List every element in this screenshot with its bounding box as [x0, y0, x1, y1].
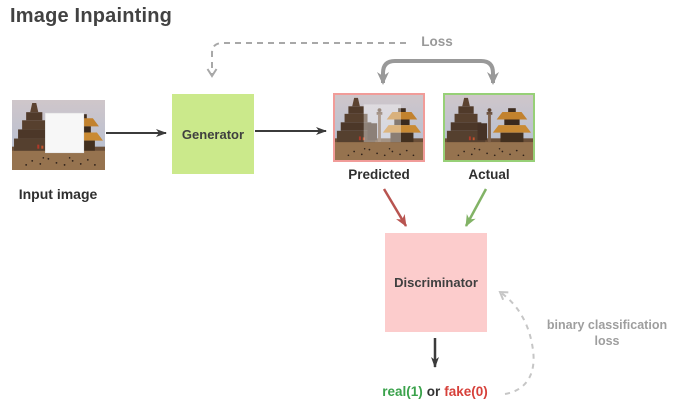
arrow-actual-to-discriminator [464, 188, 488, 227]
discriminator-node: Discriminator [385, 233, 487, 332]
arrow-loss-bracket [377, 59, 499, 85]
inpainting-mask-region [45, 112, 85, 154]
output-real: real(1) [382, 384, 423, 399]
actual-label: Actual [468, 167, 510, 182]
temple-photo-illustration [335, 95, 423, 160]
binary-loss-line1: binary classification [546, 318, 668, 332]
arrow-loss-to-generator-dashed [206, 42, 406, 78]
generator-label: Generator [181, 126, 245, 142]
page-title: Image Inpainting [10, 5, 173, 27]
inpainted-region-ghost [363, 104, 401, 143]
binary-classification-loss-label: binary classification loss [527, 317, 687, 350]
actual-image-photo [443, 93, 535, 162]
input-image-label: Input image [18, 186, 98, 202]
output-or: or [426, 384, 441, 399]
output-fake: fake(0) [444, 384, 488, 399]
loss-label: Loss [421, 34, 453, 49]
input-image-photo [12, 100, 105, 170]
temple-photo-illustration [12, 100, 105, 170]
arrow-predicted-to-discriminator [382, 188, 408, 227]
predicted-label: Predicted [348, 167, 410, 182]
discriminator-label: Discriminator [394, 275, 478, 290]
temple-photo-illustration [445, 95, 533, 160]
binary-loss-line2: loss [594, 334, 620, 349]
generator-node: Generator [172, 94, 254, 174]
predicted-image-photo [333, 93, 425, 162]
